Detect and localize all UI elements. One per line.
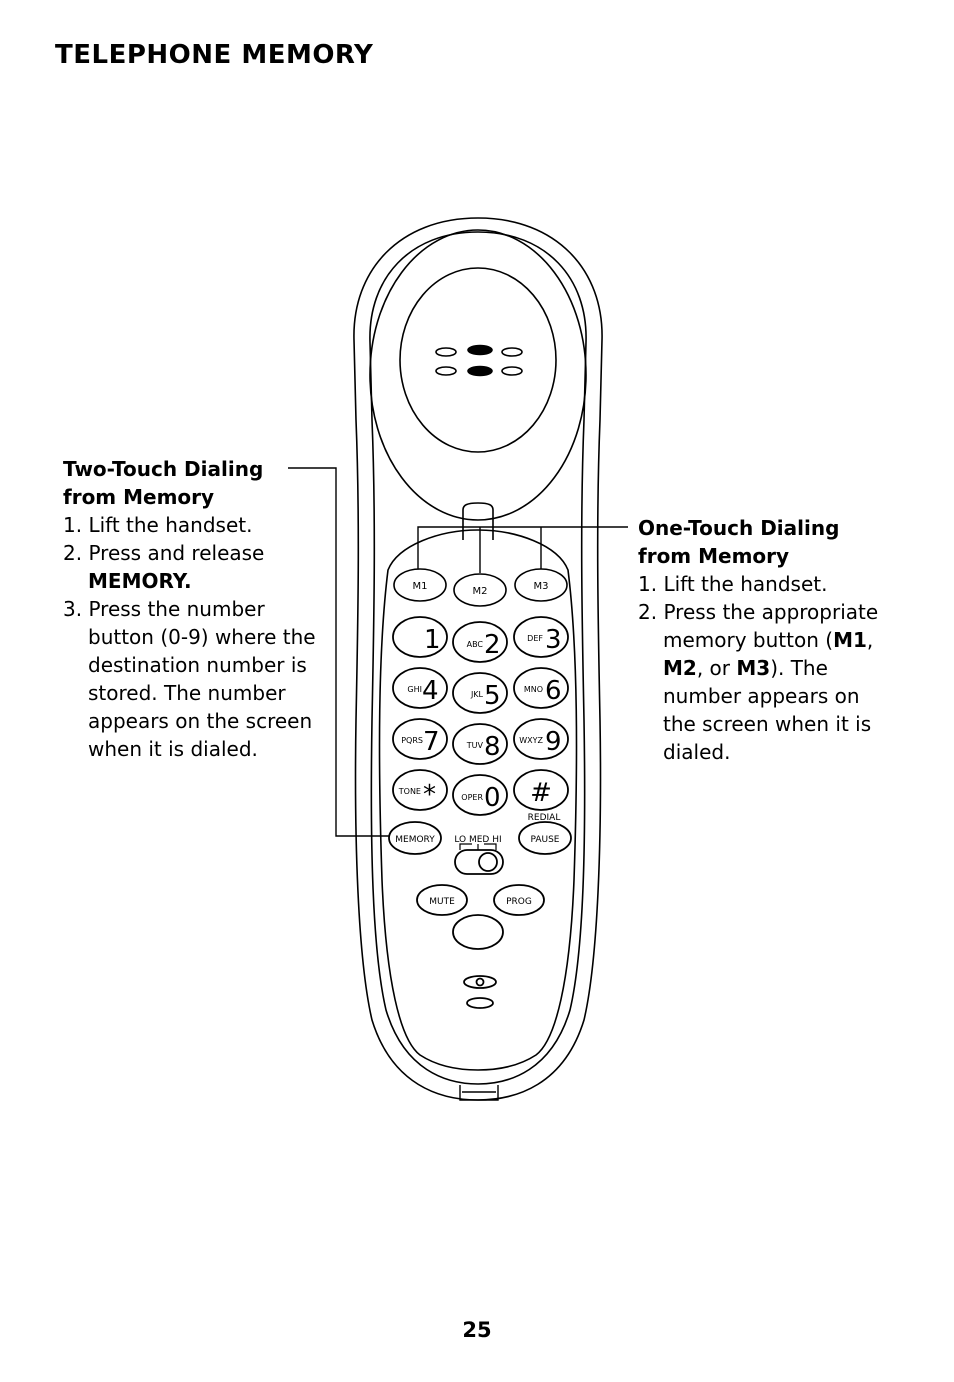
m3-button[interactable] bbox=[514, 568, 568, 602]
right-callout-leader bbox=[417, 526, 628, 573]
keypad bbox=[392, 616, 569, 816]
key-hash[interactable] bbox=[513, 769, 569, 811]
speaker-hole bbox=[467, 365, 493, 377]
speaker-hole bbox=[435, 366, 457, 376]
key-5-digit: 5 bbox=[484, 681, 501, 711]
page-title: TELEPHONE MEMORY bbox=[55, 40, 374, 70]
mute-button-label: MUTE bbox=[429, 897, 455, 907]
key-8[interactable] bbox=[452, 723, 508, 765]
m1-label: M1 bbox=[413, 581, 428, 592]
key-9-letters: WXYZ bbox=[519, 736, 543, 745]
two-touch-steps: 1. Lift the handset. 2. Press and releas… bbox=[63, 511, 323, 763]
volume-label: LO MED HI bbox=[454, 835, 501, 845]
volume-ticks bbox=[459, 843, 497, 850]
left-callout-leader bbox=[288, 467, 392, 837]
prog-button[interactable] bbox=[493, 884, 545, 916]
key-2-letters: ABC bbox=[467, 640, 484, 649]
one-touch-step-1: 1. Lift the handset. bbox=[638, 572, 828, 596]
key-3-letters: DEF bbox=[527, 634, 543, 643]
key-2-digit: 2 bbox=[484, 630, 501, 660]
m1-button[interactable] bbox=[393, 568, 447, 602]
two-touch-dialing-callout: Two-Touch Dialing from Memory 1. Lift th… bbox=[63, 455, 323, 763]
earpiece-outer bbox=[369, 229, 587, 521]
key-8-letters: TUV bbox=[466, 741, 484, 750]
key-8-digit: 8 bbox=[484, 732, 501, 762]
cord-jack bbox=[459, 1085, 499, 1101]
m2-button[interactable] bbox=[453, 573, 507, 607]
key-6[interactable] bbox=[513, 667, 569, 709]
key-star-letters: TONE bbox=[398, 787, 421, 796]
key-2[interactable] bbox=[452, 621, 508, 663]
key-4-letters: GHI bbox=[407, 685, 422, 694]
two-touch-step-1: 1. Lift the handset. bbox=[63, 513, 253, 537]
key-1-digit: 1 bbox=[424, 625, 441, 655]
prog-button-label: PROG bbox=[506, 897, 532, 907]
m3-label: M3 bbox=[534, 581, 549, 592]
key-9[interactable] bbox=[513, 718, 569, 760]
memory-buttons bbox=[393, 568, 568, 607]
key-1[interactable] bbox=[392, 616, 448, 658]
key-7[interactable] bbox=[392, 718, 448, 760]
redial-label: REDIAL bbox=[528, 813, 561, 823]
key-star[interactable] bbox=[392, 769, 448, 811]
ringer-volume-knob bbox=[478, 852, 498, 872]
key-3[interactable] bbox=[513, 616, 569, 658]
speaker-hole bbox=[435, 347, 457, 357]
one-touch-step-2: 2. Press the appropriate memory button (… bbox=[638, 600, 879, 764]
m2-label: M2 bbox=[473, 586, 488, 597]
handset-inner-outline bbox=[369, 231, 587, 1085]
key-0[interactable] bbox=[452, 774, 508, 816]
keypad-panel bbox=[378, 529, 578, 1071]
flash-button[interactable] bbox=[452, 914, 504, 950]
key-4-digit: 4 bbox=[422, 676, 439, 706]
key-3-digit: 3 bbox=[545, 625, 562, 655]
earpiece-inner bbox=[399, 267, 557, 453]
memory-button[interactable] bbox=[388, 821, 442, 855]
key-6-letters: MNO bbox=[524, 685, 543, 694]
key-0-digit: 0 bbox=[484, 783, 501, 813]
microphone-slot bbox=[466, 997, 494, 1009]
key-7-letters: PQRS bbox=[401, 736, 423, 745]
pause-button-label: PAUSE bbox=[531, 835, 560, 845]
key-0-letters: OPER bbox=[461, 793, 483, 802]
speaker-hole bbox=[501, 347, 523, 357]
two-touch-heading: Two-Touch Dialing from Memory bbox=[63, 457, 264, 509]
key-4[interactable] bbox=[392, 667, 448, 709]
mute-button[interactable] bbox=[416, 884, 468, 916]
memory-button-label: MEMORY bbox=[395, 835, 435, 845]
page-number: 25 bbox=[462, 1318, 492, 1342]
key-7-digit: 7 bbox=[423, 727, 440, 757]
key-hash-digit: # bbox=[530, 778, 552, 808]
speaker-hole bbox=[501, 366, 523, 376]
key-star-digit: * bbox=[423, 780, 436, 810]
one-touch-heading: One-Touch Dialing from Memory bbox=[638, 516, 840, 568]
hook-switch bbox=[462, 502, 494, 540]
key-9-digit: 9 bbox=[545, 727, 562, 757]
two-touch-step-3: 3. Press the number button (0-9) where t… bbox=[63, 597, 316, 761]
one-touch-dialing-callout: One-Touch Dialing from Memory 1. Lift th… bbox=[638, 514, 888, 766]
one-touch-steps: 1. Lift the handset. 2. Press the approp… bbox=[638, 570, 888, 766]
key-6-digit: 6 bbox=[545, 676, 562, 706]
speaker-hole bbox=[467, 344, 493, 356]
pause-button[interactable] bbox=[518, 821, 572, 855]
key-5-letters: JKL bbox=[470, 690, 484, 699]
key-5[interactable] bbox=[452, 672, 508, 714]
indicator-light-center bbox=[475, 977, 485, 987]
